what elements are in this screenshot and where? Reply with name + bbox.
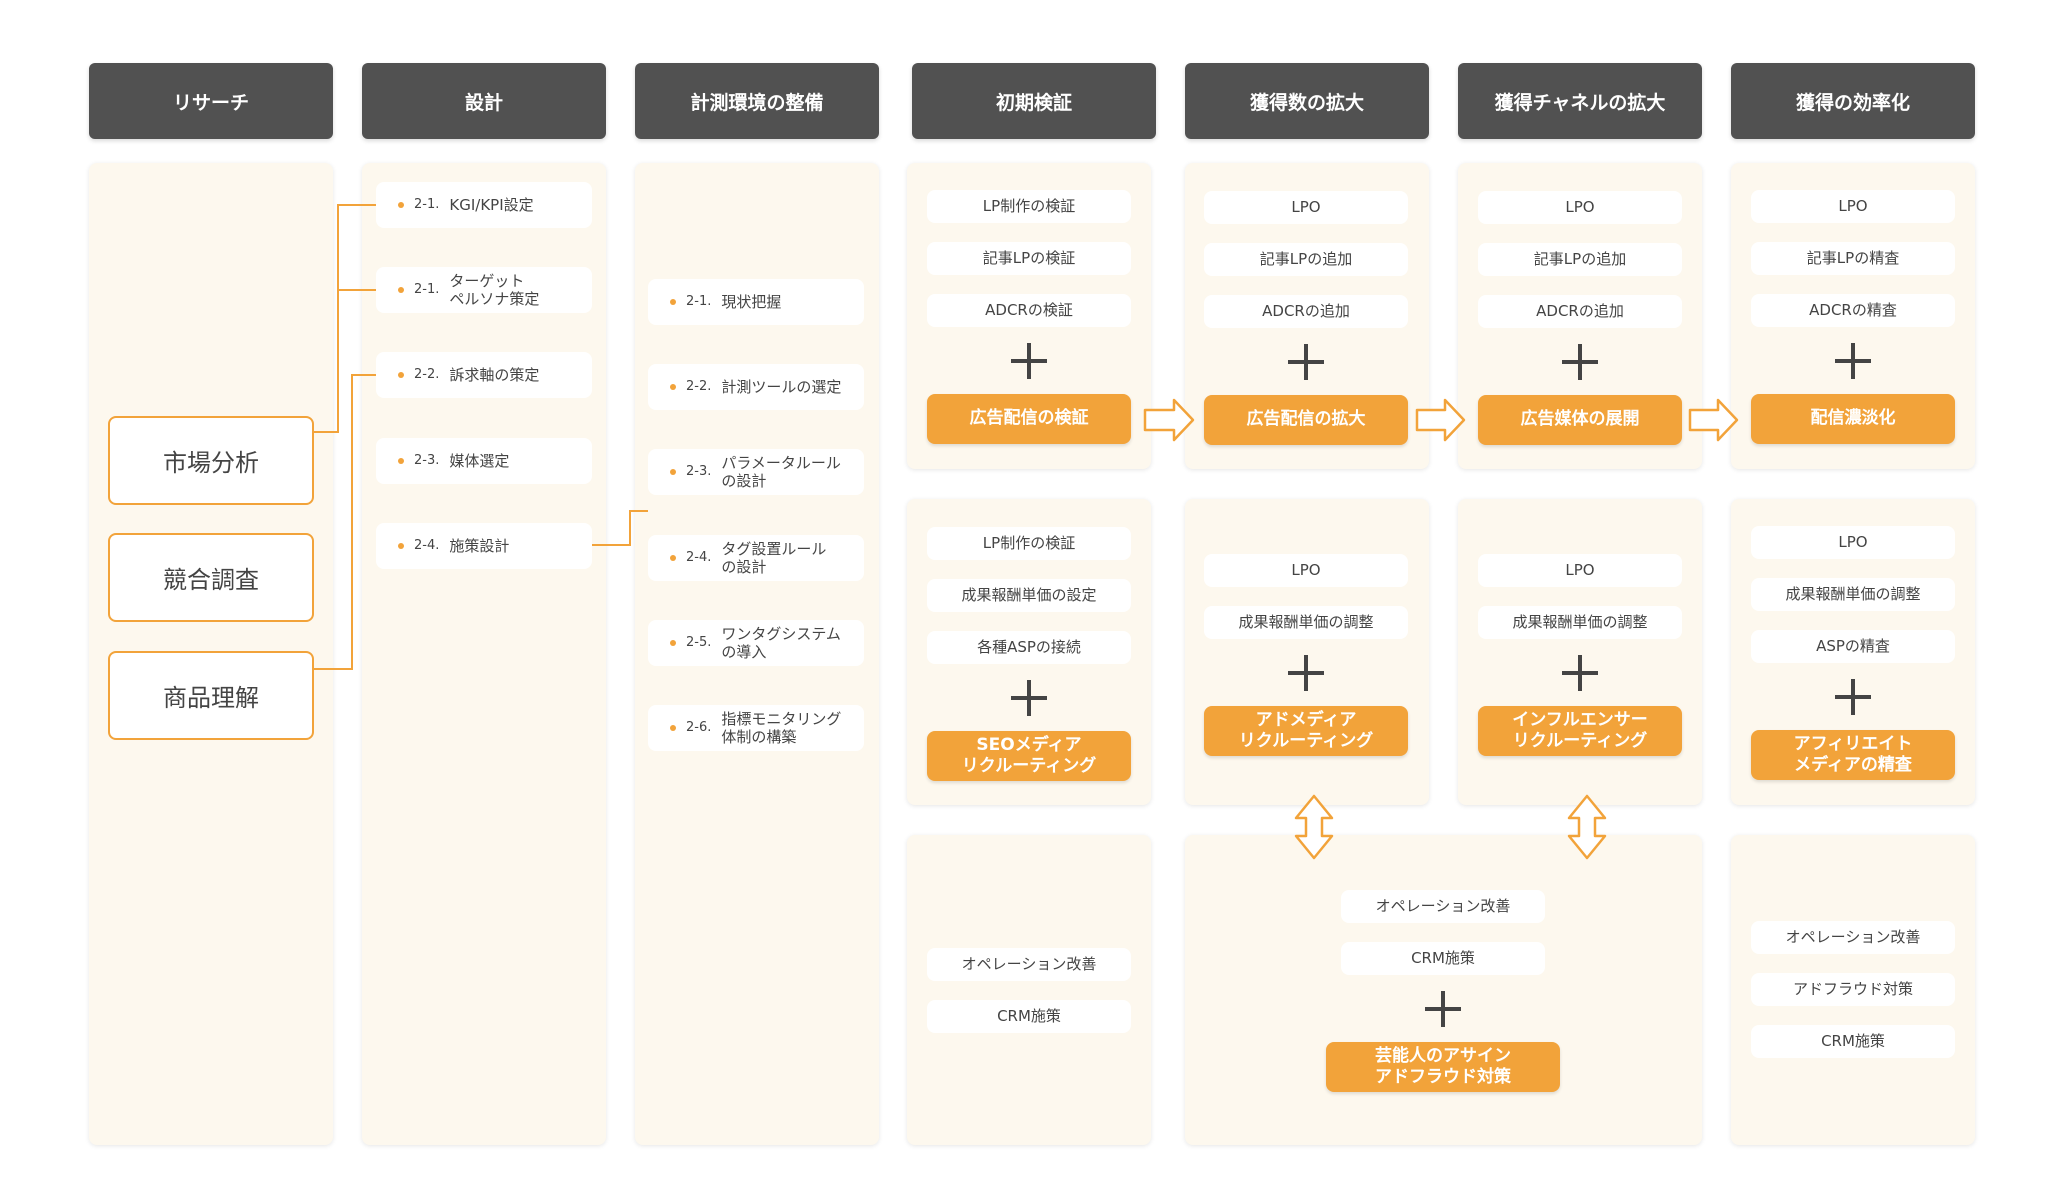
initial-item: 成果報酬単価の設定	[927, 579, 1131, 612]
plus-icon	[1011, 343, 1047, 379]
header-efficiency: 獲得の効率化	[1731, 63, 1975, 139]
initial-item: 記事LPの検証	[927, 242, 1131, 275]
bullet-dot	[398, 372, 404, 378]
efficiency-item: CRM施策	[1751, 1025, 1955, 1058]
initial-item: オペレーション改善	[927, 948, 1131, 981]
header-initial-verification: 初期検証	[912, 63, 1156, 139]
design-item: 2-3.媒体選定	[376, 438, 592, 484]
research-market-analysis: 市場分析	[108, 416, 314, 505]
initial-result: 広告配信の検証	[927, 394, 1131, 444]
initial-item: CRM施策	[927, 1000, 1131, 1033]
merged-result: 芸能人のアサイン アドフラウド対策	[1326, 1042, 1560, 1092]
initial-item: ADCRの検証	[927, 294, 1131, 327]
sync-arrow-channel	[1567, 794, 1607, 860]
efficiency-item: ASPの精査	[1751, 630, 1955, 663]
acquisition-result: 広告配信の拡大	[1204, 395, 1408, 445]
header-research: リサーチ	[89, 63, 333, 139]
channel-result: インフルエンサー リクルーティング	[1478, 706, 1682, 756]
channel-item: 記事LPの追加	[1478, 243, 1682, 276]
plus-icon	[1288, 655, 1324, 691]
connector-product-understanding	[312, 374, 376, 670]
panel-design	[362, 163, 606, 1145]
channel-item: 成果報酬単価の調整	[1478, 606, 1682, 639]
acquisition-item: LPO	[1204, 554, 1408, 587]
plus-icon	[1835, 679, 1871, 715]
bullet-dot	[670, 469, 676, 475]
research-product-understanding: 商品理解	[108, 651, 314, 740]
research-competitor-analysis: 競合調査	[108, 533, 314, 622]
design-item: 2-1.KGI/KPI設定	[376, 182, 592, 228]
acquisition-item: ADCRの追加	[1204, 295, 1408, 328]
efficiency-item: 成果報酬単価の調整	[1751, 578, 1955, 611]
header-design: 設計	[362, 63, 606, 139]
acquisition-item: LPO	[1204, 191, 1408, 224]
merged-item: CRM施策	[1341, 942, 1545, 975]
design-item: 2-4.施策設計	[376, 523, 592, 569]
initial-item: LP制作の検証	[927, 527, 1131, 560]
connector-market-analysis	[312, 204, 376, 433]
efficiency-item: LPO	[1751, 526, 1955, 559]
merged-item: オペレーション改善	[1341, 890, 1545, 923]
bullet-dot	[670, 725, 676, 731]
efficiency-result: 配信濃淡化	[1751, 394, 1955, 444]
channel-result: 広告媒体の展開	[1478, 395, 1682, 445]
measurement-item: 2-6.指標モニタリング 体制の構築	[648, 705, 864, 751]
flow-arrow-1	[1143, 398, 1195, 442]
sync-arrow-acquisition	[1294, 794, 1334, 860]
measurement-item: 2-2.計測ツールの選定	[648, 364, 864, 410]
panel-merged-row3	[1185, 835, 1702, 1145]
efficiency-item: オペレーション改善	[1751, 921, 1955, 954]
channel-item: ADCRの追加	[1478, 295, 1682, 328]
header-acquisition-expansion: 獲得数の拡大	[1185, 63, 1429, 139]
plus-icon	[1011, 680, 1047, 716]
design-item: 2-1.ターゲット ペルソナ策定	[376, 267, 592, 313]
acquisition-result: アドメディア リクルーティング	[1204, 706, 1408, 756]
bullet-dot	[670, 299, 676, 305]
plus-icon	[1425, 991, 1461, 1027]
bullet-dot	[398, 287, 404, 293]
bullet-dot	[670, 640, 676, 646]
initial-item: 各種ASPの接続	[927, 631, 1131, 664]
flow-arrow-2	[1415, 398, 1466, 442]
flow-arrow-3	[1688, 398, 1739, 442]
efficiency-item: 記事LPの精査	[1751, 242, 1955, 275]
bullet-dot	[670, 555, 676, 561]
channel-item: LPO	[1478, 191, 1682, 224]
connector-policy-design	[592, 510, 648, 546]
header-measurement: 計測環境の整備	[635, 63, 879, 139]
efficiency-item: アドフラウド対策	[1751, 973, 1955, 1006]
measurement-item: 2-5.ワンタグシステム の導入	[648, 620, 864, 666]
measurement-item: 2-1.現状把握	[648, 279, 864, 325]
measurement-item: 2-3.パラメータルール の設計	[648, 449, 864, 495]
initial-result: SEOメディア リクルーティング	[927, 731, 1131, 781]
measurement-item: 2-4.タグ設置ルール の設計	[648, 535, 864, 581]
acquisition-item: 記事LPの追加	[1204, 243, 1408, 276]
bullet-dot	[398, 202, 404, 208]
plus-icon	[1835, 343, 1871, 379]
initial-item: LP制作の検証	[927, 190, 1131, 223]
efficiency-item: LPO	[1751, 190, 1955, 223]
design-item: 2-2.訴求軸の策定	[376, 352, 592, 398]
bullet-dot	[670, 384, 676, 390]
plus-icon	[1562, 344, 1598, 380]
plus-icon	[1562, 655, 1598, 691]
bullet-dot	[398, 543, 404, 549]
bullet-dot	[398, 458, 404, 464]
efficiency-item: ADCRの精査	[1751, 294, 1955, 327]
channel-item: LPO	[1478, 554, 1682, 587]
acquisition-item: 成果報酬単価の調整	[1204, 606, 1408, 639]
efficiency-result: アフィリエイト メディアの精査	[1751, 730, 1955, 780]
plus-icon	[1288, 344, 1324, 380]
panel-initial-row3	[907, 835, 1151, 1145]
header-channel-expansion: 獲得チャネルの拡大	[1458, 63, 1702, 139]
